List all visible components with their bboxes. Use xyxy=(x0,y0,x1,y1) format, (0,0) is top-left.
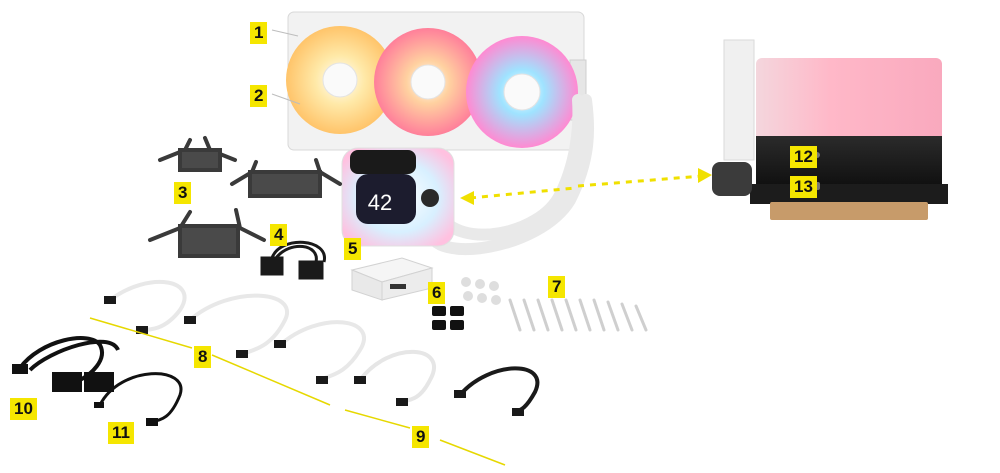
thermal-pads xyxy=(432,277,501,330)
pump-head-icon xyxy=(341,147,455,247)
callout-3: 3 xyxy=(174,182,192,204)
callout-4: 4 xyxy=(270,224,288,246)
hub-cable-connectors xyxy=(354,376,524,416)
controller-hub-icon xyxy=(350,257,434,301)
fan-icon xyxy=(286,26,394,134)
callout-1: 1 xyxy=(250,22,268,44)
splitter-cable xyxy=(12,336,120,392)
zoom-arrow xyxy=(460,168,712,205)
hub-cables xyxy=(358,349,540,414)
leader-line xyxy=(211,354,331,406)
callout-6: 6 xyxy=(428,282,446,304)
fan-icon xyxy=(374,28,482,136)
rgb-cable xyxy=(94,372,183,426)
callout-11: 11 xyxy=(108,422,134,444)
leader-line xyxy=(89,317,193,349)
callout-8: 8 xyxy=(194,346,212,368)
bracket-icon xyxy=(148,136,342,258)
pump-closeup xyxy=(712,39,948,220)
callout-13: 13 xyxy=(790,176,817,198)
leader-line xyxy=(271,29,299,37)
callout-10: 10 xyxy=(10,398,37,420)
callout-2: 2 xyxy=(250,85,268,107)
fan-icon xyxy=(466,36,578,148)
leader-line xyxy=(271,93,301,105)
callout-5: 5 xyxy=(344,238,362,260)
power-cable xyxy=(260,240,326,280)
pump-display-value: 42 xyxy=(368,190,392,215)
leader-line xyxy=(439,439,506,466)
fan-cable-connectors xyxy=(104,296,328,384)
callout-7: 7 xyxy=(548,276,566,298)
fan-cables xyxy=(108,279,366,382)
callout-12: 12 xyxy=(790,146,817,168)
radiator xyxy=(286,11,587,151)
coolant-tubes xyxy=(424,94,595,255)
screws xyxy=(508,298,648,332)
leader-line xyxy=(344,409,411,429)
callout-9: 9 xyxy=(412,426,430,448)
